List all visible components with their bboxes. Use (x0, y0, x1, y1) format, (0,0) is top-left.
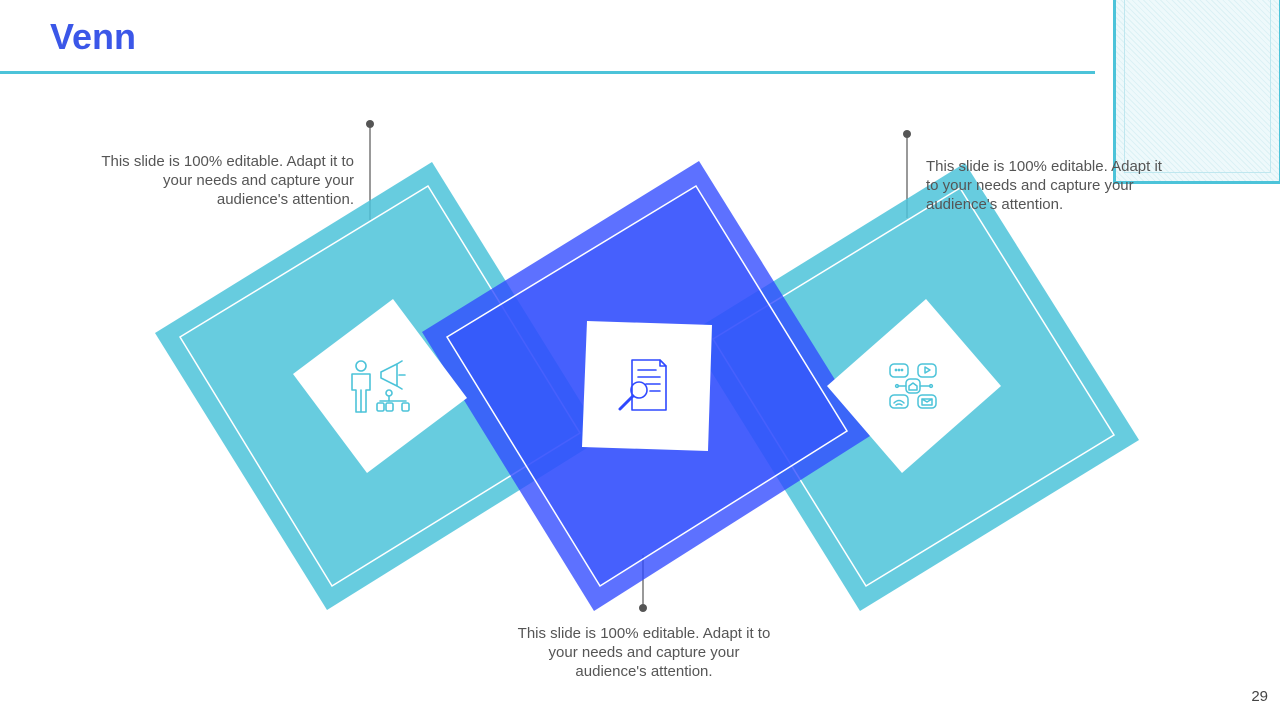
icon-tile-right (827, 299, 1001, 473)
caption-bottom: This slide is 100% editable. Adapt it to… (517, 625, 771, 680)
title-underline (0, 71, 1095, 74)
icon-tile-left (293, 299, 467, 473)
caption-left: This slide is 100% editable. Adapt it to… (101, 153, 354, 208)
corner-decoration (1113, 0, 1280, 184)
digital-channels-icon (889, 363, 937, 409)
corner-decoration-inner (1124, 0, 1271, 173)
caption-right: This slide is 100% editable. Adapt it to… (926, 158, 1162, 213)
presenter-megaphone-icon (351, 360, 410, 413)
icon-tile-center (582, 321, 712, 451)
slide-title: Venn (50, 16, 137, 57)
page-number: 29 (1251, 688, 1268, 705)
document-search-icon (618, 359, 667, 411)
